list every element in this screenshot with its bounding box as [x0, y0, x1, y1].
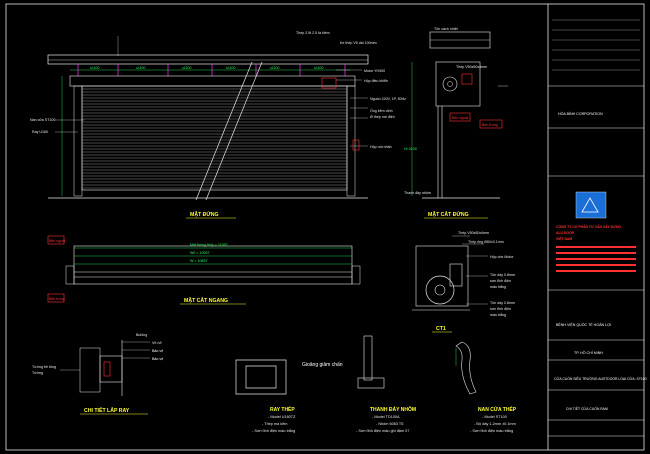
dim-top-3: ≤1100 [182, 66, 192, 70]
sheet-border [5, 3, 645, 451]
plan-inside: Bên trong [49, 297, 65, 301]
ct1-plate2c: màu trắng [490, 312, 506, 317]
sheet-title: CHI TIẾT CỬA CUỐN RAM [566, 406, 608, 411]
rail-detail-title: CHI TIẾT LẮP RAY [84, 406, 130, 414]
ct1-motor-box: Hộp che Motor [490, 255, 514, 259]
cross-label: Thép 2.5t 2.5 là kiềm [296, 31, 330, 35]
project-name: BỆNH VIỆN QUỐC TẾ HOÀN LỢI [556, 322, 611, 327]
rubber-label: Gioăng giảm chấn [302, 362, 343, 368]
pipe-label: Ống kẽm dính [370, 108, 393, 113]
ct1-plate1c: màu trắng [490, 284, 506, 289]
drawing-name: CỬA CUỐN SIÊU TRƯỜNG AUSTDOOR LOẠI CỬA: … [554, 376, 647, 381]
title-block: HÒA BÌNH CORPORATION CÔNG TY CỔ PHẦN TƯ … [548, 19, 647, 437]
dim-top-6: ≤1100 [314, 66, 324, 70]
company-line-3: VIỆT NAM [556, 236, 572, 241]
ct1-view: Thép V50x50x4mm Thép ống Ø60x3.1mm Hộp c… [412, 231, 515, 333]
section-side-in: Bên trong [482, 123, 498, 127]
section-tube: Tôn cách nhiệt [434, 27, 458, 31]
profile-rail [235, 359, 287, 395]
button-box-label: Hộp nút nhấn [370, 145, 392, 149]
pipe-label-2: Ø thép nơi điện [370, 115, 395, 119]
spec-line: - Sơn tĩnh điện màu ghi đậm 07 [356, 429, 409, 433]
section-height: H=3100 [404, 147, 417, 151]
spec-line: - Model ST100 [482, 415, 507, 419]
door-slats [81, 85, 348, 191]
spec-title: THANH ĐÁY NHÔM [370, 405, 416, 413]
rail-side-1: Bảo vệ [152, 349, 163, 353]
plan-dim-1: Mặt thông thủy = 11057 [190, 243, 228, 247]
plan-dim-2: W0 = 10937 [190, 251, 209, 255]
elevation-title: MẶT ĐỨNG [190, 211, 219, 218]
spec-title: RAY THÉP [270, 405, 295, 413]
profile-bottom-bar: Gioăng giảm chấn [302, 335, 385, 389]
ct1-plate1b: sơn tĩnh điện [490, 279, 511, 283]
top-bracket-label: Ke thép V5 dài 100mm [340, 41, 377, 45]
section-view: Bên ngoài Bên trong Thanh đáy nhôm Tôn c… [404, 27, 508, 219]
client-name: HÒA BÌNH CORPORATION [558, 111, 603, 116]
plan-outside: Bên ngoài [49, 239, 65, 243]
plan-dim-3: W = 10837 [190, 259, 207, 263]
rail-label: Ray U160 [32, 130, 48, 134]
company-line-2: ALU DOOR [556, 231, 575, 235]
ct1-frame: Thép V50x50x4mm [458, 231, 489, 235]
motor-label: Motor YH300 [364, 69, 385, 73]
ct1-plate1: Tôn dày 0.8mm [490, 273, 515, 277]
section-frame: Thép V50x50x4mm [456, 65, 487, 69]
rail-bolt-label: Bulông [136, 333, 147, 337]
section-side-out: Bên ngoài [452, 116, 468, 120]
dim-top-2: ≤1100 [136, 66, 146, 70]
spec-line: - Độ dày 1.2mm ±0.1mm [474, 422, 516, 426]
profile-slat [455, 341, 477, 395]
spec-line: - Thép mạ kẽm [262, 422, 287, 426]
elevation-view: ≤1100 ≤1100 ≤1100 ≤1100 ≤1100 ≤1100 [30, 31, 406, 219]
rail-wall-label: Tường bê tông [32, 365, 56, 369]
rail-screw-label: Vít nở [152, 341, 162, 345]
dim-top-4: ≤1100 [226, 66, 236, 70]
company-line-1: CÔNG TY CỔ PHẦN TƯ VẤN XÂY DỰNG [556, 224, 621, 229]
company-logo [575, 191, 607, 219]
project-location: TP. HỒ CHÍ MINH [574, 350, 603, 355]
plan-view: Bên ngoài Bên trong Mặt thông thủy = 110… [47, 235, 361, 305]
remote-label: Hộp điều khiển [364, 79, 388, 83]
spec-slat: NAN CỬA THÉP - Model ST100 - Độ dày 1.2m… [470, 405, 517, 433]
section-title: MẶT CẮT ĐỨNG [428, 210, 469, 218]
rail-wall-side-label: Tường [32, 371, 43, 375]
spec-line: - Sơn tĩnh điện màu trắng [470, 428, 513, 433]
ct1-pipe: Thép ống Ø60x3.1mm [468, 240, 504, 244]
spec-bottom-bar: THANH ĐÁY NHÔM - Model TD100A - Nhôm 606… [356, 405, 416, 433]
dim-top-1: ≤1100 [90, 66, 100, 70]
spec-rail: RAY THÉP - Model U160TZ - Thép mạ kẽm - … [252, 405, 296, 433]
spec-line: - Model U160TZ [268, 415, 296, 419]
plan-title: MẶT CẮT NGANG [184, 296, 228, 304]
ct1-title: CT1 [436, 326, 446, 332]
rail-detail-view: Vít nở Bảo vệ Bảo vệ Tường bê tông Tường… [32, 333, 163, 415]
rail-side-2: Bảo vệ [152, 357, 163, 361]
slat-label: Nan cửa ST100 [30, 118, 55, 122]
spec-line: - Nhôm 6063 T5 [376, 422, 403, 426]
ct1-plate2b: sơn tĩnh điện [490, 307, 511, 311]
spec-line: - Model TD100A [372, 415, 400, 419]
spec-title: NAN CỬA THÉP [478, 405, 517, 413]
power-label: Nguồn 220V, 1P, 50Hz [370, 97, 406, 101]
spec-line: - Sơn tĩnh điện màu trắng [252, 428, 295, 433]
ct1-plate2: Tôn dày 0.8mm [490, 301, 515, 305]
dim-top-5: ≤1100 [270, 66, 280, 70]
section-bottom-bar: Thanh đáy nhôm [404, 191, 431, 195]
